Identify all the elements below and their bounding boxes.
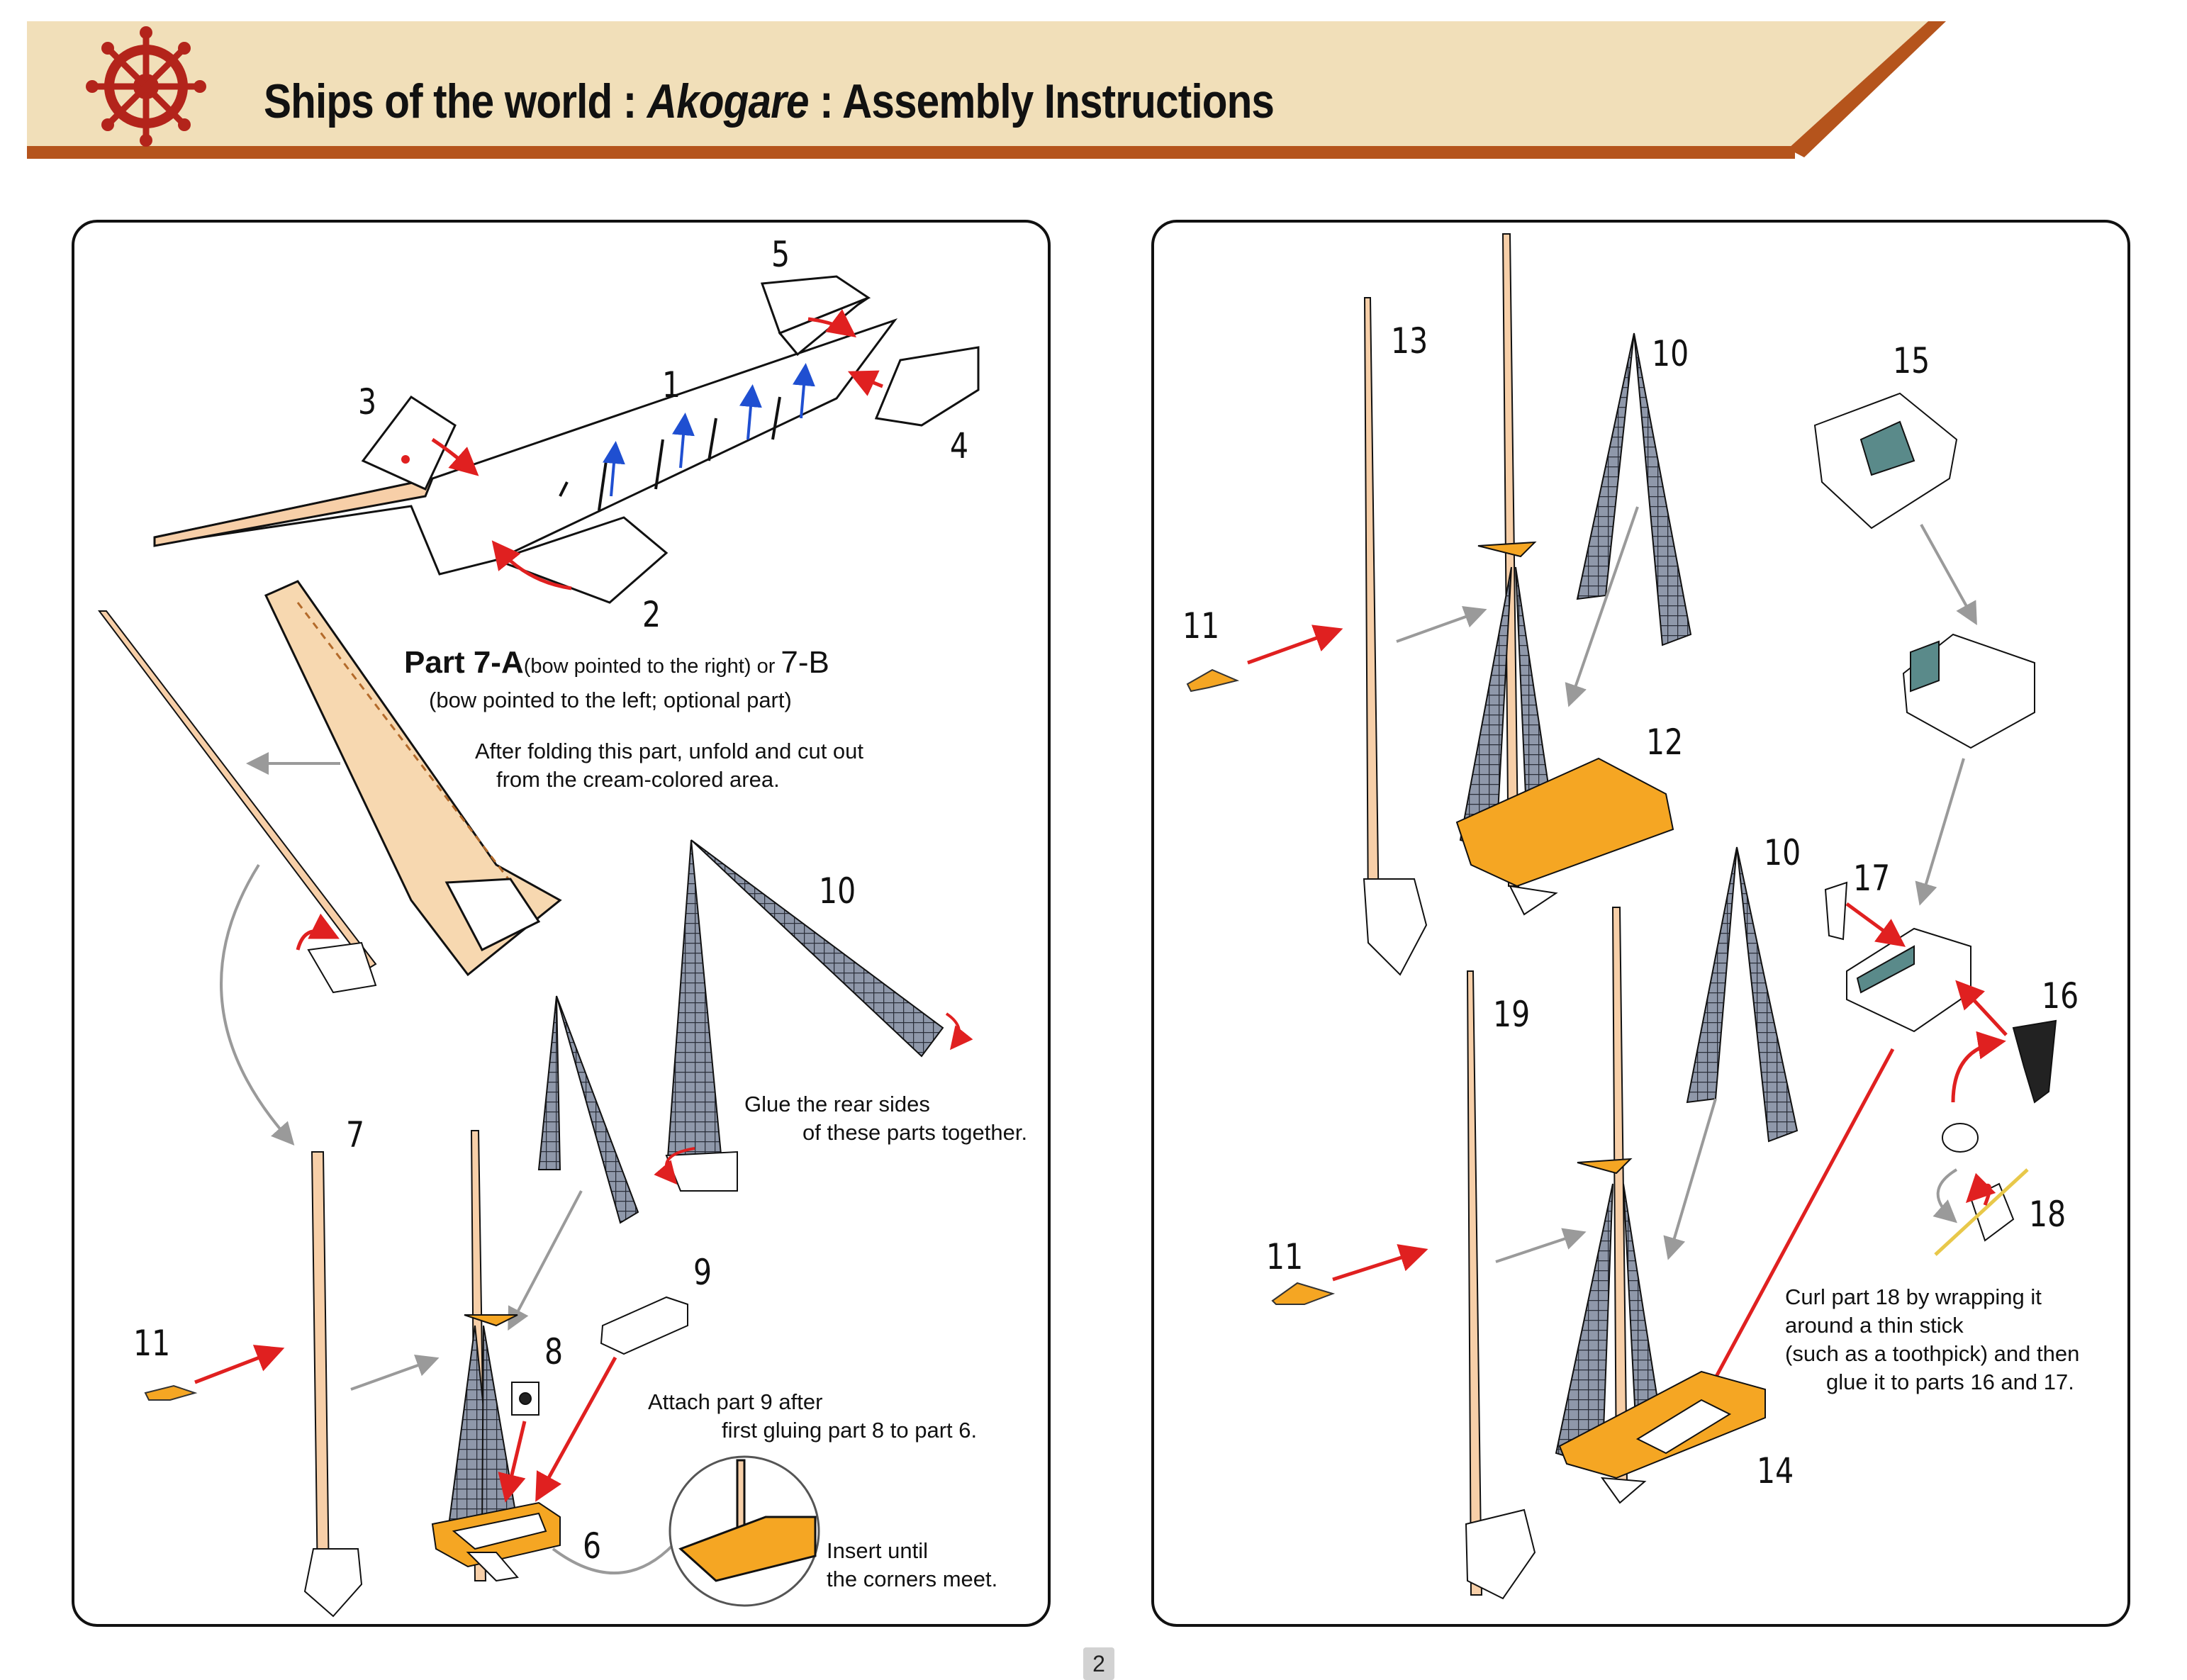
label-part-8: 8 (544, 1331, 564, 1372)
curl-note-line-3: (such as a toothpick) and then (1785, 1341, 2080, 1366)
glue-note-line-2: of these parts together. (802, 1120, 1028, 1145)
label-part-7: 7 (346, 1114, 365, 1155)
part7-title: Part 7-A (404, 645, 524, 680)
label-part-19: 19 (1493, 994, 1531, 1035)
attach-note-line-2: first gluing part 8 to part 6. (722, 1418, 978, 1443)
title-ship-name: Akogare (647, 74, 810, 128)
part-8 (511, 1382, 539, 1416)
left-red-arrows-2 (498, 1356, 617, 1503)
part7-subtitle: (bow pointed to the left; optional part) (429, 688, 792, 712)
sail-10-right-bottom (1686, 846, 1799, 1143)
header-band (27, 21, 1946, 159)
insert-note-line-2: the corners meet. (827, 1567, 998, 1591)
part7-paren-a: (bow pointed to the right) or (523, 655, 781, 678)
label-part-9: 9 (693, 1252, 712, 1293)
left-blue-arrows (603, 363, 815, 497)
cabin-17-16 (1824, 881, 2057, 1104)
mast-13 (1363, 297, 1428, 976)
curl-note-line-2: around a thin stick (1785, 1313, 1964, 1338)
attach-note-line-1: Attach part 9 after (648, 1389, 823, 1414)
curl-gray-arrow (1932, 1168, 1958, 1223)
right-red-arrows (1694, 902, 2008, 1417)
right-gray-arrows (1396, 506, 1977, 1263)
left-red-arrows (431, 309, 883, 590)
label-part-10-bottom: 10 (1764, 832, 1801, 873)
part7-b: 7-B (781, 645, 829, 680)
part-4 (874, 346, 980, 427)
part-15-folded (1902, 633, 2035, 749)
part-7-curl-arrow (296, 913, 340, 951)
main-mast-right (1455, 233, 1674, 916)
label-part-11-left: 11 (133, 1323, 171, 1364)
part-7-mast-left (97, 610, 377, 994)
page-number: 2 (1083, 1647, 1114, 1680)
label-part-10: 10 (819, 870, 856, 912)
label-part-10-top: 10 (1652, 333, 1689, 374)
part-11-right-bottom (1271, 1244, 1428, 1305)
label-part-14: 14 (1757, 1450, 1794, 1491)
part-7-sheet (264, 580, 562, 977)
glue-note-line-1: Glue the rear sides (744, 1092, 930, 1116)
curl-note-line-4: glue it to parts 16 and 17. (1826, 1370, 2074, 1394)
label-part-13: 13 (1391, 320, 1428, 362)
right-panel (1151, 220, 2130, 1627)
left-gray-arrows (220, 752, 681, 1575)
part7-heading: Part 7-A(bow pointed to the right) or 7-… (404, 645, 829, 681)
page-title: Ships of the world : Akogare : Assembly … (264, 74, 1275, 129)
label-part-15: 15 (1893, 340, 1930, 381)
part-11-right-top (1186, 625, 1343, 693)
label-part-11-right-top: 11 (1182, 605, 1220, 646)
sail-glue-arrows (654, 1012, 973, 1185)
label-part-11-right-bottom: 11 (1266, 1236, 1304, 1277)
insert-detail (669, 1455, 820, 1607)
label-part-6: 6 (583, 1525, 602, 1567)
title-prefix: Ships of the world : (264, 74, 647, 128)
label-part-4: 4 (950, 425, 969, 466)
fold-note-line-2: from the cream-colored area. (496, 767, 780, 792)
label-part-5: 5 (771, 234, 790, 275)
part-3 (361, 395, 457, 491)
label-part-17: 17 (1853, 858, 1891, 899)
part-9 (600, 1296, 688, 1355)
label-part-2: 2 (642, 594, 661, 635)
left-panel (72, 220, 1051, 1627)
label-part-3: 3 (358, 381, 377, 422)
sail-10-pair (537, 839, 944, 1224)
insert-note-line-1: Insert until (827, 1538, 929, 1563)
label-part-12: 12 (1646, 722, 1684, 763)
helm-wheel-icon (86, 26, 206, 147)
part-11-left (144, 1345, 285, 1401)
mast-19 (1465, 970, 1536, 1600)
label-part-16: 16 (2042, 975, 2079, 1017)
sail-10-right-top (1576, 332, 1692, 646)
fold-note-line-1: After folding this part, unfold and cut … (475, 739, 864, 763)
title-suffix: : Assembly Instructions (808, 74, 1275, 128)
part-15 (1813, 392, 1958, 530)
mast-14-assembly (1555, 907, 1766, 1504)
assembled-mast-left (431, 1130, 561, 1582)
label-part-18: 18 (2029, 1194, 2066, 1235)
curl-note-line-1: Curl part 18 by wrapping it (1785, 1284, 2042, 1309)
label-part-1: 1 (662, 364, 681, 405)
hull-part-1 (153, 318, 898, 604)
mast-7 (303, 1151, 363, 1618)
